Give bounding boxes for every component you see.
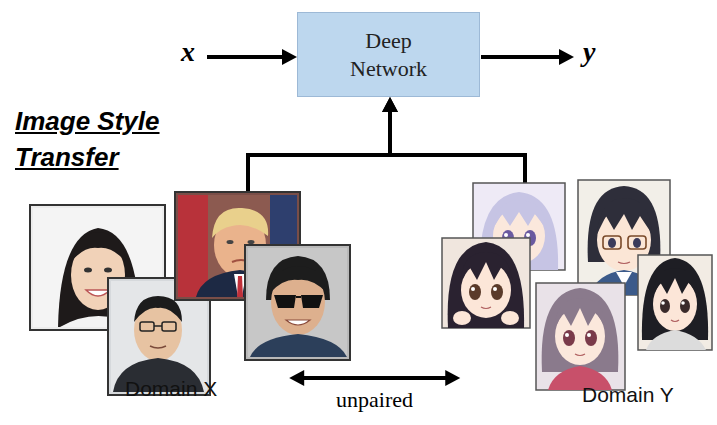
box-text: Deep Network [339,27,439,83]
domain-ellipse: Domain Y [438,232,717,422]
network-box: Deep Network [297,12,480,97]
arrow-head [289,370,304,386]
arrow-head [382,97,398,112]
anime-face [638,255,712,350]
diagram-title: Image Style Transfer [15,103,200,175]
edge-label: unpaired [333,387,416,413]
ellipse-fill [438,232,717,422]
domain-ellipse: Domain X [22,228,312,423]
variable-label: x [181,36,195,68]
connector-line [302,376,447,380]
arrow-head [382,97,398,112]
ellipse-fill [22,228,312,423]
anime-face [442,238,530,328]
connector [289,370,460,386]
domain-label: Domain Y [582,382,674,408]
domain-label: Domain X [125,376,217,402]
ellipse-outline [438,232,717,422]
face-photo [245,245,350,360]
arrow-head [445,370,460,386]
anime-face [536,283,625,390]
variable-label: y [583,36,595,68]
